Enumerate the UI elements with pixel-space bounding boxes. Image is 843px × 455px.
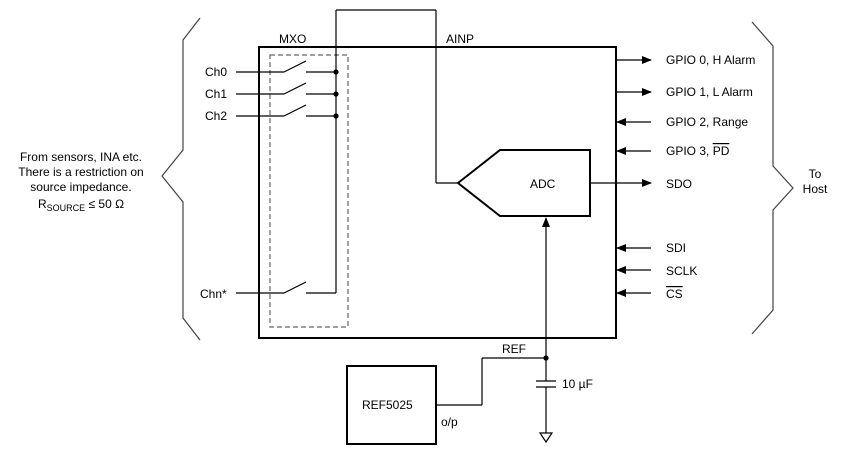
ref-wiring [436,357,556,433]
ref5025-box [346,365,437,445]
gpio0-label: GPIO 0, H Alarm [666,53,755,67]
cs-label: CS [666,287,683,301]
ch1-label: Ch1 [205,87,227,101]
right-note-line2: Host [803,182,828,196]
ch2-label: Ch2 [205,109,227,123]
channel-switches [236,9,458,294]
right-note-line1: To [809,167,822,181]
mxo-label: MXO [279,32,306,46]
ainp-label: AINP [446,32,474,46]
adc-block [456,149,591,217]
ground-icon [538,432,554,444]
left-note-line1: From sensors, INA etc. [20,150,142,164]
junction-dot [333,113,339,119]
ch0-label: Ch0 [205,65,227,79]
sdo-label: SDO [666,177,692,191]
gpio2-label: GPIO 2, Range [666,115,748,129]
junction-dot [333,91,339,97]
left-brace [161,17,201,341]
left-note-line3: source impedance. [30,180,131,194]
left-note-line2: There is a restriction on [18,165,143,179]
ref5025-label: REF5025 [362,398,413,412]
left-note-rsource: RSOURCE ≤ 50 Ω [38,197,124,213]
chn-label: Chn* [200,287,227,301]
right-brace [751,21,794,335]
adc-label: ADC [530,177,556,191]
sdi-label: SDI [666,241,686,255]
device-box [258,46,617,339]
gpio1-label: GPIO 1, L Alarm [666,85,753,99]
sclk-label: SCLK [666,264,697,278]
op-label: o/p [441,415,458,429]
ref-label: REF [502,342,526,356]
mux-dashed-box [269,54,349,328]
gpio3-label: GPIO 3, PD [666,144,730,158]
cap-label: 10 µF [562,377,593,391]
junction-dot [333,69,339,75]
